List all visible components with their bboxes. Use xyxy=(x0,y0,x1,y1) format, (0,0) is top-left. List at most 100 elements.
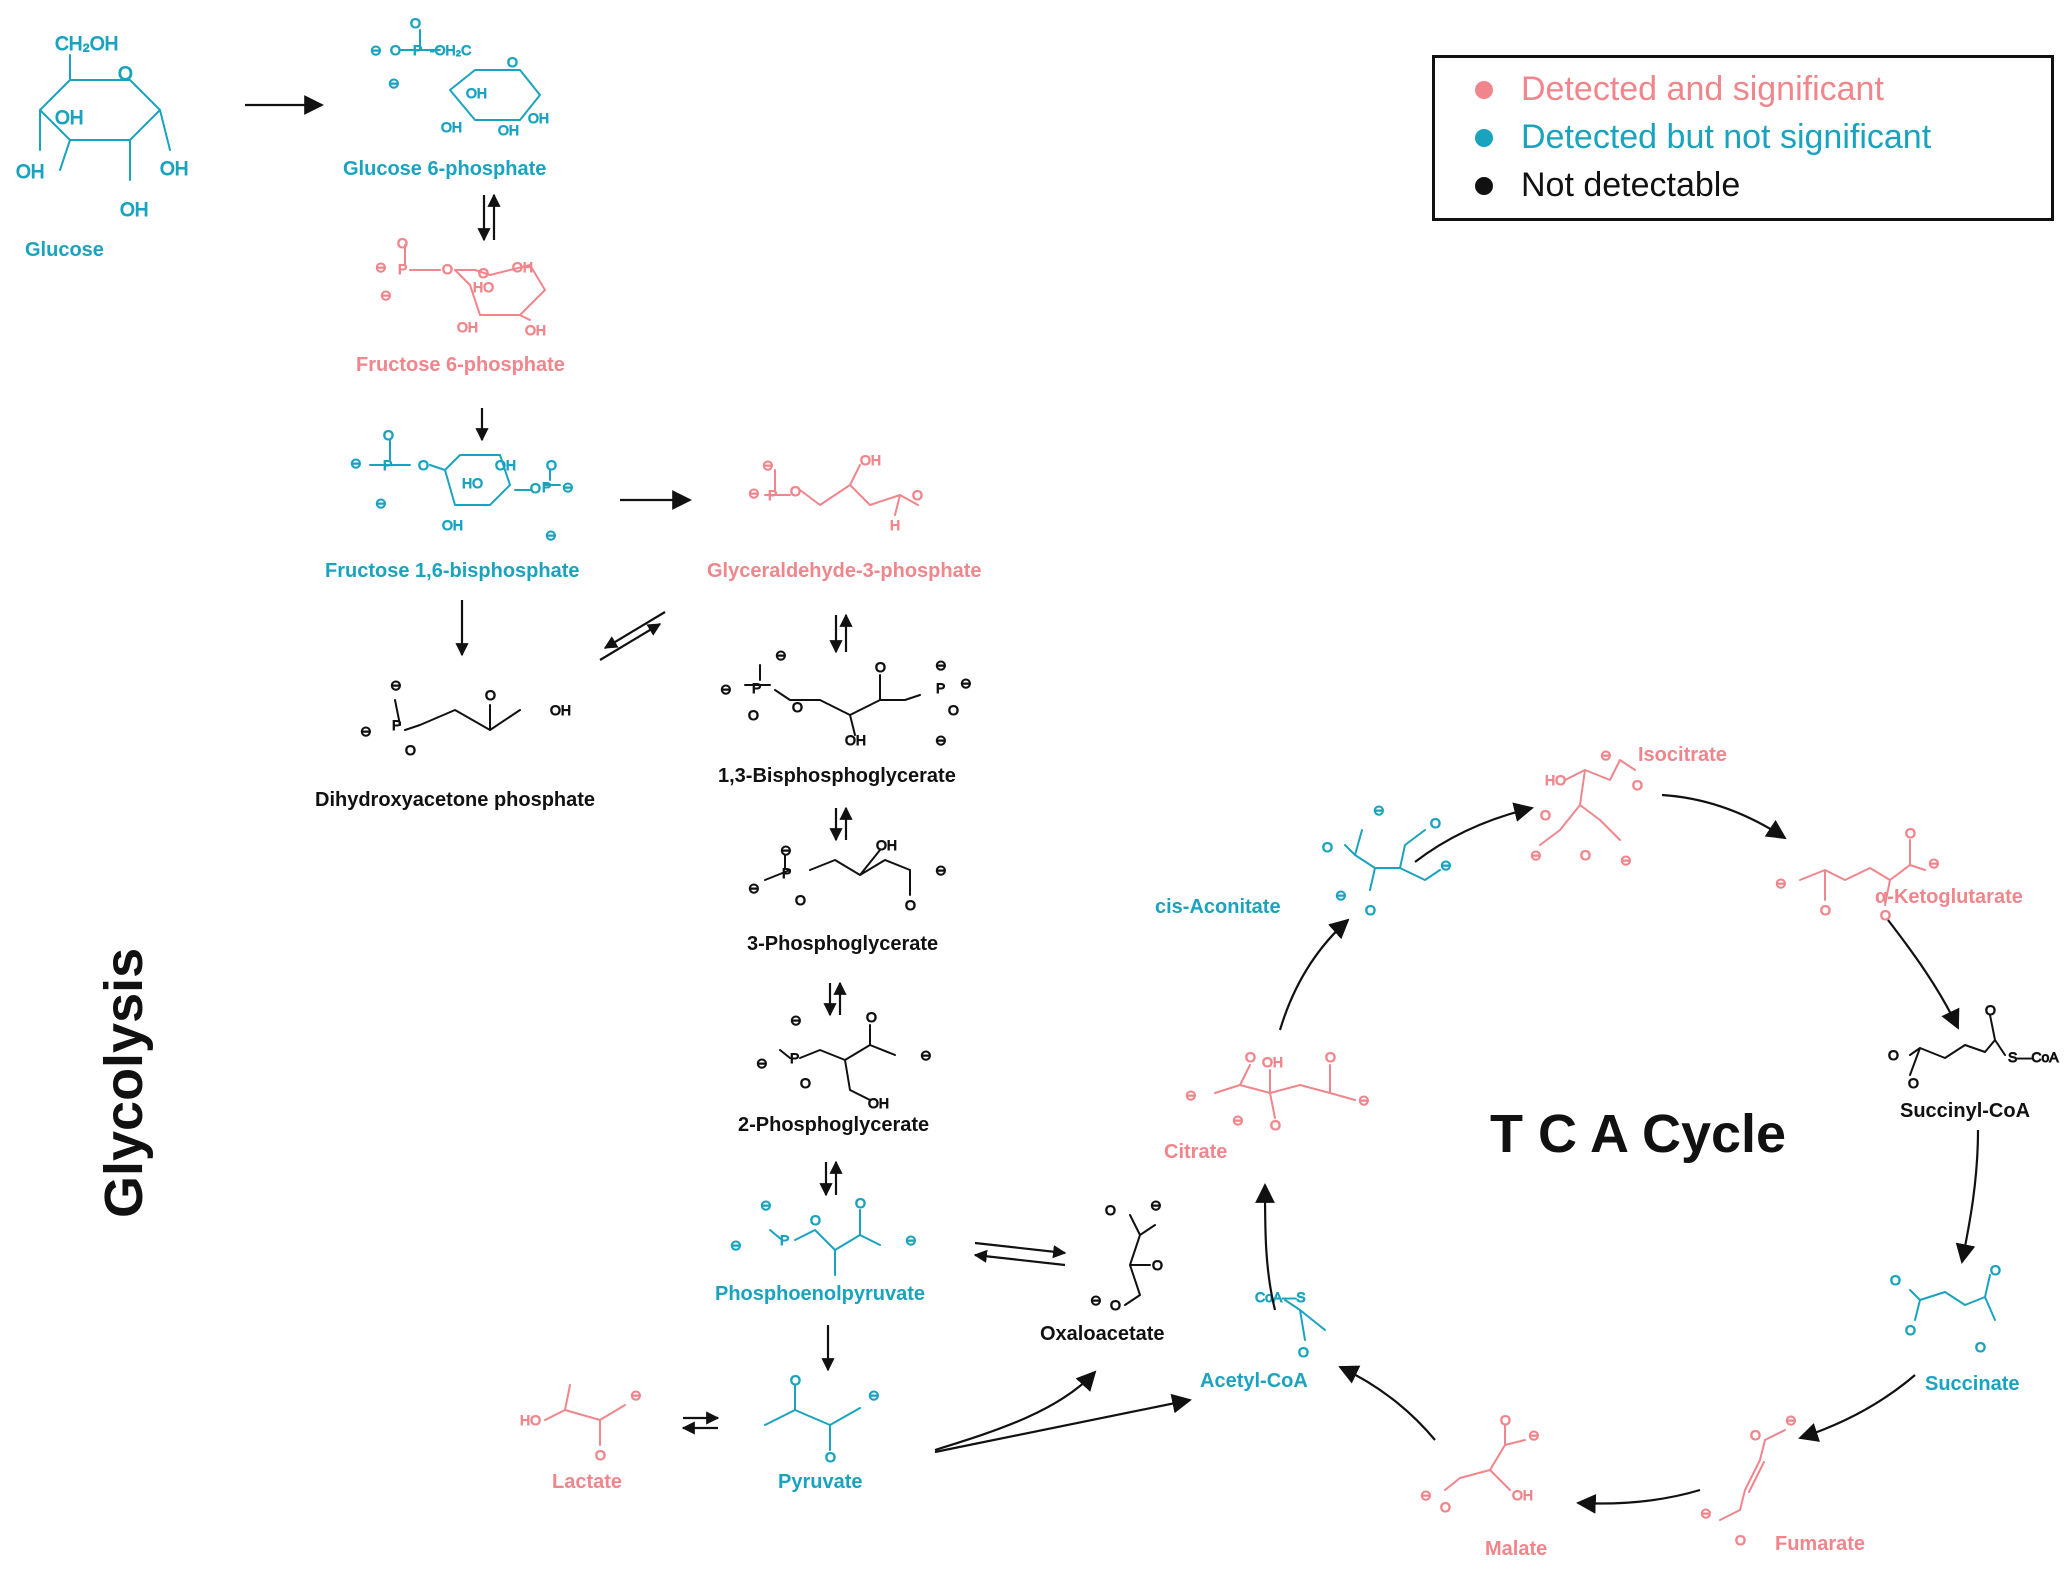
atom-oh: OH xyxy=(16,162,45,183)
charge-minus: ⊖ xyxy=(388,75,400,91)
atom-o: O xyxy=(1440,1499,1451,1515)
atom-oh: OH xyxy=(498,122,519,138)
atom-o: O xyxy=(795,892,806,908)
atom-o: O xyxy=(825,1449,836,1465)
atom-o: O xyxy=(1975,1339,1986,1355)
tca-title: T C A Cycle xyxy=(1490,1104,1786,1164)
atom-ho: HO xyxy=(1545,772,1566,788)
atom-o: O xyxy=(1540,807,1551,823)
atom-o: O xyxy=(1152,1257,1163,1273)
glucose-structure: CH₂OH O OH OH OH OH xyxy=(16,34,190,222)
isocitrate-label: Isocitrate xyxy=(1638,744,1727,766)
charge-minus: ⊖ xyxy=(935,657,947,673)
charge-minus: ⊖ xyxy=(1373,802,1385,818)
f16bp-structure: ⊖ O P ⊖ O HO OH OH O P O ⊖ ⊖ xyxy=(350,427,575,544)
succinate-structure: O O O O xyxy=(1890,1262,2002,1356)
pyruvate-structure: O ⊖ O xyxy=(764,1372,880,1466)
arrow-bpg13-pg3 xyxy=(829,806,853,842)
atom-o: O xyxy=(383,427,394,443)
charge-minus: ⊖ xyxy=(375,495,387,511)
atom-p: P xyxy=(542,479,551,495)
charge-minus: ⊖ xyxy=(905,1232,917,1248)
atom-o: O xyxy=(1990,1262,2001,1278)
atom-o: O xyxy=(790,483,801,499)
legend-dot-icon xyxy=(1475,176,1493,195)
atom-oh: OH xyxy=(1262,1054,1283,1070)
pep-structure: ⊖ ⊖ P O O ⊖ xyxy=(730,1195,917,1276)
glycolysis-title: Glycolysis xyxy=(94,948,154,1218)
atom-o: O xyxy=(1735,1532,1746,1548)
atom-o: O xyxy=(478,265,489,281)
atom-p: P xyxy=(752,680,761,696)
dhap-structure: ⊖ ⊖ P O O OH xyxy=(360,677,572,759)
atom-o: O xyxy=(118,64,133,85)
atom-ho: HO xyxy=(520,1412,541,1428)
charge-minus: ⊖ xyxy=(730,1237,742,1253)
charge-minus: ⊖ xyxy=(762,457,774,473)
g6p-label: Glucose 6-phosphate xyxy=(343,158,546,180)
legend-item-not-significant: Detected but not significant xyxy=(1475,118,1931,157)
atom-o: O xyxy=(1750,1427,1761,1443)
charge-minus: ⊖ xyxy=(920,1047,932,1063)
atom-oh: OH xyxy=(876,837,897,853)
pg3-structure: ⊖ ⊖ P O OH ⊖ O xyxy=(748,837,948,914)
f6p-structure: ⊖ O P ⊖ O O HO OH OH OH xyxy=(375,235,547,339)
pep-label: Phosphoenolpyruvate xyxy=(715,1283,925,1305)
charge-minus: ⊖ xyxy=(1530,847,1542,863)
charge-minus: ⊖ xyxy=(1185,1087,1197,1103)
oaa-label: Oxaloacetate xyxy=(1040,1323,1165,1345)
legend-dot-icon xyxy=(1475,80,1493,99)
charge-minus: ⊖ xyxy=(562,479,574,495)
charge-minus: ⊖ xyxy=(1420,1487,1432,1503)
g3p-label: Glyceraldehyde-3-phosphate xyxy=(707,560,982,582)
atom-o: O xyxy=(1632,777,1643,793)
atom-o: O xyxy=(810,1212,821,1228)
dhap-label: Dihydroxyacetone phosphate xyxy=(315,789,595,811)
charge-minus: ⊖ xyxy=(370,42,382,58)
atom-o: O xyxy=(595,1447,606,1463)
atom-o: O xyxy=(948,702,959,718)
charge-minus: ⊖ xyxy=(775,647,787,663)
charge-minus: ⊖ xyxy=(1090,1292,1102,1308)
atom-o: O xyxy=(1888,1047,1899,1063)
atom-ch2oh: CH₂OH xyxy=(55,34,118,55)
atom-o: O xyxy=(546,457,557,473)
acetylcoa-label: Acetyl-CoA xyxy=(1200,1370,1308,1392)
charge-minus: ⊖ xyxy=(1928,855,1940,871)
charge-minus: ⊖ xyxy=(545,527,557,543)
atom-o: O xyxy=(1325,1049,1336,1065)
atom-o: O xyxy=(855,1195,866,1211)
atom-p: P xyxy=(383,457,392,473)
akg-label: α-Ketoglutarate xyxy=(1875,886,2023,908)
atom-o: O xyxy=(405,742,416,758)
atom-h: H xyxy=(890,517,900,533)
atom-o: O xyxy=(905,897,916,913)
charge-minus: ⊖ xyxy=(868,1387,880,1403)
atom-oh: OH xyxy=(442,517,463,533)
charge-minus: ⊖ xyxy=(1335,887,1347,903)
charge-minus: ⊖ xyxy=(1700,1505,1712,1521)
atom-o: O xyxy=(1270,1117,1281,1133)
atom-oh: OH xyxy=(120,200,149,221)
charge-minus: ⊖ xyxy=(756,1055,768,1071)
atom-o: O xyxy=(1500,1412,1511,1428)
atom-o: O xyxy=(748,707,759,723)
arrow-g3p-dhap xyxy=(599,611,666,661)
atom-oh: OH xyxy=(495,457,516,473)
citrate-label: Citrate xyxy=(1164,1141,1227,1163)
legend-label: Detected but not significant xyxy=(1521,118,1932,156)
succoa-label: Succinyl-CoA xyxy=(1900,1100,2030,1122)
bpg13-label: 1,3-Bisphosphoglycerate xyxy=(718,765,956,787)
legend: Detected and significant Detected but no… xyxy=(1432,55,2054,221)
charge-minus: ⊖ xyxy=(780,842,792,858)
atom-o: O xyxy=(1298,1344,1309,1360)
atom-oh: OH xyxy=(466,85,487,101)
f16bp-label: Fructose 1,6-bisphosphate xyxy=(325,560,580,582)
legend-label: Detected and significant xyxy=(1521,70,1884,108)
bpg13-structure: ⊖ ⊖ P O O OH O P ⊖ ⊖ O ⊖ xyxy=(720,647,973,749)
atom-o: O xyxy=(792,699,803,715)
atom-ho: HO xyxy=(462,475,483,491)
charge-minus: ⊖ xyxy=(935,732,947,748)
atom-o: O xyxy=(418,457,429,473)
atom-p: P xyxy=(790,1050,799,1066)
